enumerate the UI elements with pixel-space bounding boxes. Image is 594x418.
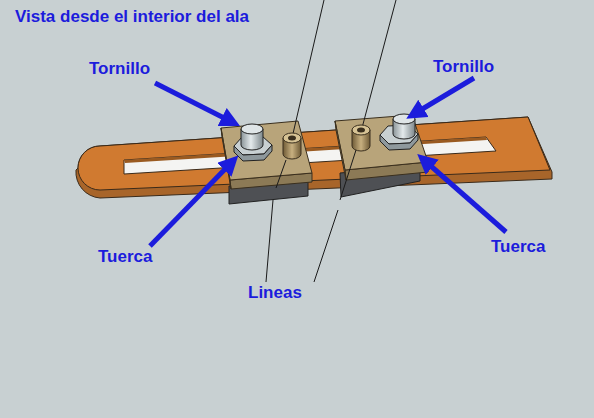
view-title: Vista desde el interior del ala bbox=[15, 8, 249, 27]
line-tube bbox=[283, 133, 301, 159]
part-label: Tornillo bbox=[89, 60, 150, 79]
clamp-block bbox=[335, 115, 428, 170]
clamp-block bbox=[221, 121, 312, 180]
bolt bbox=[241, 124, 263, 150]
callout-arrow bbox=[150, 78, 506, 246]
bolt bbox=[393, 114, 415, 139]
slotted-bar bbox=[78, 117, 550, 190]
part-label: Tuerca bbox=[491, 238, 546, 257]
block-side bbox=[335, 121, 346, 180]
bar-edge bbox=[76, 117, 552, 198]
part-label: Tuerca bbox=[98, 248, 153, 267]
part-label: Tornillo bbox=[433, 58, 494, 77]
cord-lines bbox=[266, 0, 396, 282]
part-label: Lineas bbox=[248, 284, 302, 303]
line-tube bbox=[352, 125, 370, 151]
block-side bbox=[221, 128, 231, 189]
